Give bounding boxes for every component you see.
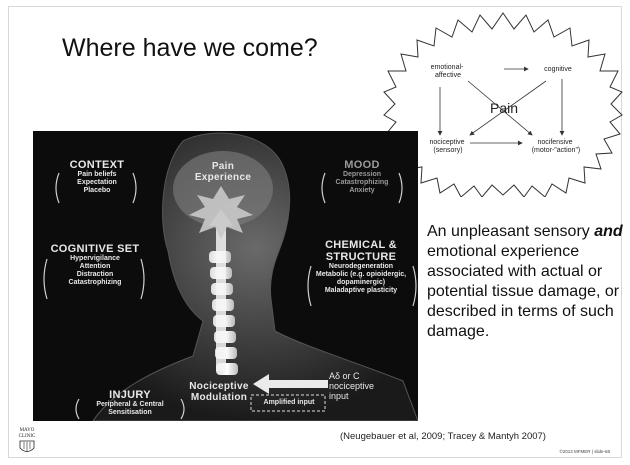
amplified-input-label: Amplified input xyxy=(253,399,325,406)
cognitive-set-label: COGNITIVE SET Hypervigilance Attention D… xyxy=(43,243,147,287)
slide-footer: ©2013 MFMER | slide-68 xyxy=(559,449,610,454)
star-label-cognitive: cognitive xyxy=(544,66,572,73)
star-label-nocifensive: nocifensive (motor-"action") xyxy=(532,139,581,154)
shield-icon xyxy=(14,428,40,456)
star-label-emotional: emotional- affective xyxy=(431,64,466,79)
mayo-clinic-logo: MAYO CLINIC xyxy=(14,428,40,456)
star-label-pain: Pain xyxy=(490,100,518,116)
pain-neuromatrix-image: CONTEXT Pain beliefs Expectation Placebo… xyxy=(33,131,418,421)
pain-experience-label: Pain Experience xyxy=(183,161,263,183)
pain-definition: An unpleasant sensory and emotional expe… xyxy=(427,222,623,342)
context-label: CONTEXT Pain beliefs Expectation Placebo xyxy=(53,159,141,195)
mood-label: MOOD Depression Catastrophizing Anxiety xyxy=(317,159,407,195)
injury-label: INJURY Peripheral & Central Sensitisatio… xyxy=(77,389,183,417)
chemical-structure-label: CHEMICAL & STRUCTURE Neurodegeneration M… xyxy=(305,239,417,295)
nociceptive-input-label: Aδ or C nociceptive input xyxy=(329,371,385,401)
nociceptive-modulation-label: Nociceptive Modulation xyxy=(183,381,255,403)
citation: (Neugebauer et al, 2009; Tracey & Mantyh… xyxy=(340,431,546,442)
slide-title: Where have we come? xyxy=(62,34,318,63)
star-label-nociceptive: nociceptive (sensory) xyxy=(430,139,467,154)
pain-star-diagram: emotional- affective cognitive Pain noci… xyxy=(382,9,624,197)
